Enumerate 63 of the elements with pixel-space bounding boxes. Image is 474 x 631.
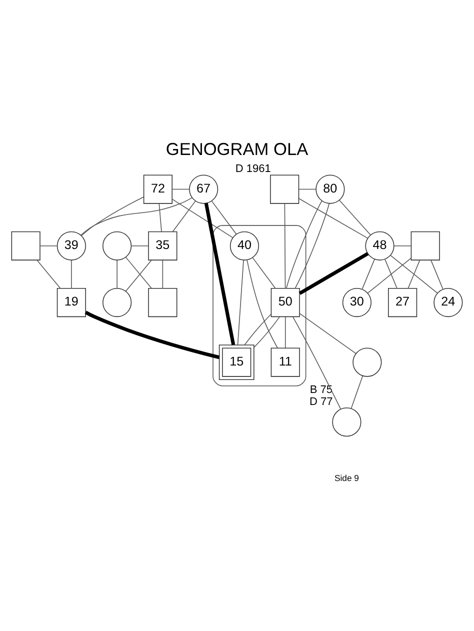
connector <box>298 188 316 190</box>
node-box <box>148 288 178 318</box>
connector <box>81 196 144 236</box>
node-circle <box>102 231 132 260</box>
connector <box>284 203 286 289</box>
connector <box>158 203 162 232</box>
connector <box>430 260 444 290</box>
connector <box>172 188 190 190</box>
connector <box>367 258 412 294</box>
connector <box>204 202 236 346</box>
node-label: D 1961 <box>235 163 271 176</box>
connector <box>362 258 375 290</box>
connector <box>284 316 286 348</box>
connector <box>246 259 278 349</box>
node-box: 19 <box>56 288 86 318</box>
node-box: 50 <box>270 288 300 318</box>
connector <box>244 314 272 346</box>
connector <box>172 200 196 232</box>
connector <box>390 254 438 294</box>
node-circle <box>332 408 362 437</box>
connector <box>172 198 234 238</box>
node-box: 27 <box>388 288 418 318</box>
node-circle: 24 <box>434 288 463 318</box>
node-box: 11 <box>270 348 300 377</box>
connector <box>36 260 61 289</box>
connector <box>299 313 356 354</box>
connector <box>254 316 280 348</box>
node-circle: 30 <box>342 288 372 318</box>
connector <box>292 316 342 410</box>
node-circle: 39 <box>56 231 86 260</box>
connector <box>80 197 192 236</box>
node-box <box>270 174 300 204</box>
node-circle: 80 <box>316 174 345 204</box>
connector <box>116 260 118 289</box>
connector <box>338 200 371 236</box>
connector <box>350 376 364 409</box>
label: Side 9 <box>334 472 359 483</box>
connector <box>384 258 398 289</box>
node-box <box>11 231 40 260</box>
node-circle: 40 <box>230 231 260 260</box>
diagram-title: GENOGRAM OLA <box>166 139 308 160</box>
connector <box>286 200 322 289</box>
node-circle <box>102 288 132 318</box>
connector <box>294 203 330 289</box>
connector <box>298 252 369 295</box>
node-circle: 48 <box>365 231 394 260</box>
node-circle <box>352 348 382 377</box>
connector <box>237 260 244 346</box>
node-box: 35 <box>148 231 178 260</box>
connector <box>252 257 276 289</box>
node-box <box>410 231 440 260</box>
connector <box>71 260 72 289</box>
connector <box>298 198 368 239</box>
node-label: B 75 <box>310 384 332 396</box>
connector <box>408 260 420 289</box>
node-box: 72 <box>143 174 172 204</box>
connector <box>211 200 237 235</box>
node-box: 15 <box>218 344 254 380</box>
connector <box>162 260 164 289</box>
node-circle: 67 <box>189 174 218 204</box>
node-label: D 77 <box>310 396 333 408</box>
connector <box>84 310 220 360</box>
cluster <box>212 225 306 386</box>
